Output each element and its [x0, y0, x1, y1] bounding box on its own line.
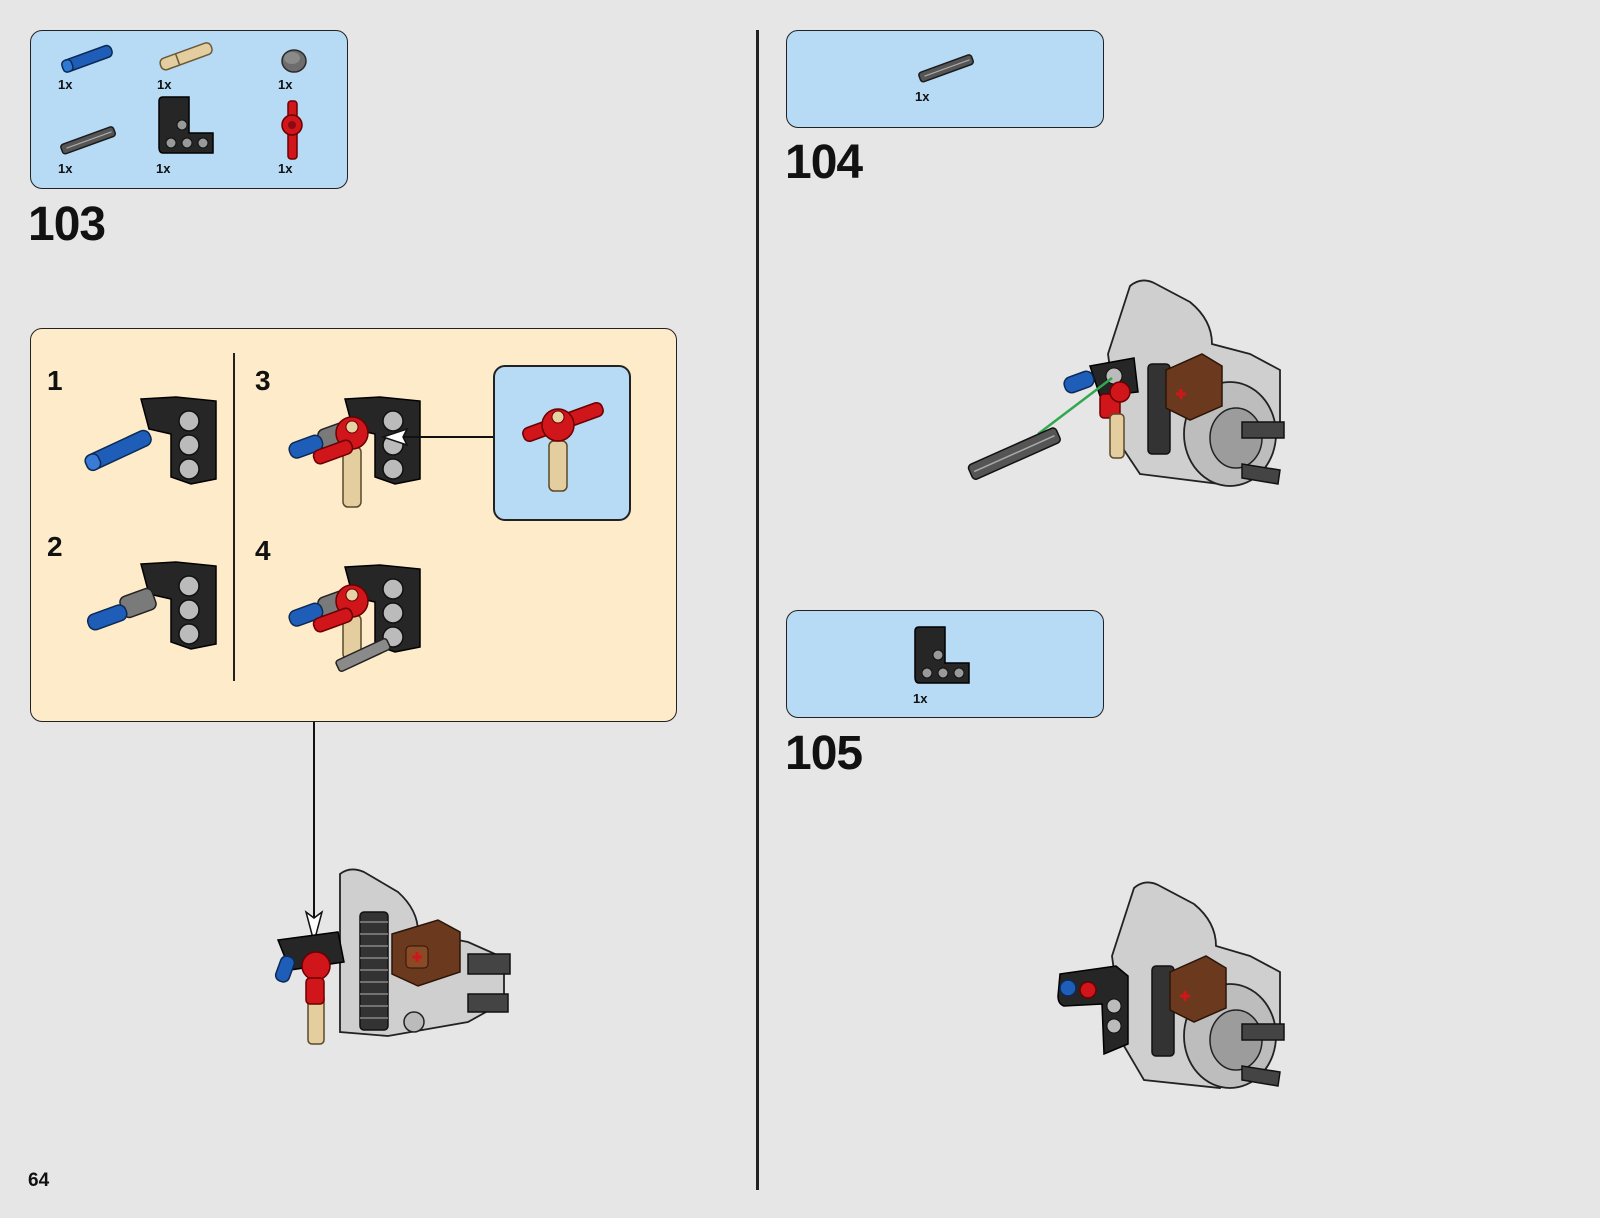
- substep-2-illustration: [81, 554, 221, 654]
- black-beam-icon: [911, 623, 977, 689]
- grey-bush-icon: [279, 45, 309, 75]
- parts-list-step-103: 1x 1x 1x 1x 1x 1x: [30, 30, 348, 189]
- substep-number: 4: [255, 535, 271, 567]
- step-number: 104: [785, 135, 862, 190]
- step-104-model-illustration: [980, 274, 1290, 498]
- step-105-model-illustration: [1054, 876, 1294, 1102]
- step-number: 103: [28, 197, 105, 252]
- tan-axle-pin-icon: [155, 39, 219, 73]
- substep-1-illustration: [81, 389, 221, 489]
- part-qty: 1x: [58, 77, 72, 92]
- grey-axle-icon: [915, 51, 979, 85]
- parts-list-step-104: 1x: [786, 30, 1104, 128]
- grey-axle-icon: [57, 123, 121, 157]
- red-connector-icon: [277, 99, 307, 161]
- part-qty: 1x: [278, 77, 292, 92]
- part-qty: 1x: [913, 691, 927, 706]
- subassembly-divider: [233, 353, 235, 681]
- black-beam-icon: [155, 93, 221, 159]
- part-qty: 1x: [157, 77, 171, 92]
- callout-arrow: [381, 425, 496, 449]
- part-qty: 1x: [915, 89, 929, 104]
- red-connector-assembly-icon: [517, 397, 609, 497]
- substep-number: 3: [255, 365, 271, 397]
- substep-number: 1: [47, 365, 63, 397]
- blue-pin-icon: [57, 41, 121, 75]
- step-number: 105: [785, 726, 862, 781]
- step-103-model-illustration: [268, 862, 524, 1076]
- part-qty: 1x: [278, 161, 292, 176]
- subassembly-box: 1 2 3 4: [30, 328, 677, 722]
- part-qty: 1x: [156, 161, 170, 176]
- callout-red-connector: [493, 365, 631, 521]
- substep-number: 2: [47, 531, 63, 563]
- substep-4-illustration: [285, 557, 435, 687]
- page-divider: [756, 30, 759, 1190]
- part-qty: 1x: [58, 161, 72, 176]
- page-number: 64: [28, 1170, 49, 1192]
- substep-3-illustration: [285, 389, 435, 519]
- parts-list-step-105: 1x: [786, 610, 1104, 718]
